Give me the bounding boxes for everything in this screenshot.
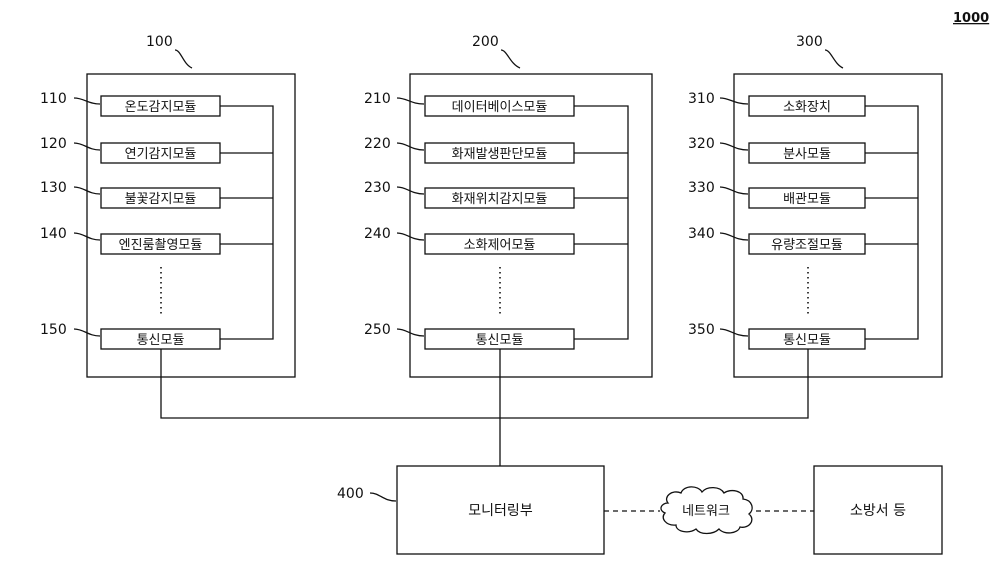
group-ref-200: 200 [472,34,499,50]
module-ref-340: 340 [688,226,715,242]
module-label-320: 분사모듈 [783,147,831,162]
monitor-label: 모니터링부 [468,503,533,519]
module-label-140: 엔진룸촬영모듈 [119,238,203,253]
module-label-240: 소화제어모듈 [464,238,536,253]
module-ref-230: 230 [364,180,391,196]
module-label-330: 배관모듈 [783,192,831,207]
figure-number: 1000 [953,11,989,26]
fire-station-label: 소방서 등 [850,503,906,519]
group-ref-300: 300 [796,34,823,50]
monitor-ref: 400 [337,486,364,502]
leader-100 [175,50,192,68]
group-box-300 [734,74,942,377]
module-ref-320: 320 [688,136,715,152]
module-label-210: 데이터베이스모듈 [452,100,548,115]
module-label-120: 연기감지모듈 [125,147,197,162]
link-to-monitor [161,349,808,466]
group-ref-100: 100 [146,34,173,50]
module-ref-130: 130 [40,180,67,196]
module-label-250: 통신모듈 [476,333,524,348]
leader-400 [370,493,396,501]
leader-200 [501,50,520,68]
group-box-200 [410,74,652,377]
module-label-110: 온도감지모듈 [125,100,197,115]
module-ref-350: 350 [688,322,715,338]
module-ref-110: 110 [40,91,67,107]
module-ref-310: 310 [688,91,715,107]
bus-connector-100 [220,106,273,339]
module-label-220: 화재발생판단모듈 [452,147,548,162]
module-label-340: 유량조절모듈 [771,238,843,253]
module-ref-150: 150 [40,322,67,338]
module-ref-220: 220 [364,136,391,152]
module-ref-140: 140 [40,226,67,242]
bus-connector-300 [865,106,918,339]
network-label: 네트워크 [682,504,730,519]
module-ref-210: 210 [364,91,391,107]
module-ref-330: 330 [688,180,715,196]
bus-connector-200 [574,106,628,339]
module-label-150: 통신모듈 [137,333,185,348]
module-label-350: 통신모듈 [783,333,831,348]
module-label-310: 소화장치 [783,100,831,115]
module-ref-250: 250 [364,322,391,338]
leader-300 [825,50,843,68]
module-label-130: 불꽃감지모듈 [125,192,197,207]
module-ref-120: 120 [40,136,67,152]
module-label-230: 화재위치감지모듈 [452,192,548,207]
module-ref-240: 240 [364,226,391,242]
group-box-100 [87,74,295,377]
